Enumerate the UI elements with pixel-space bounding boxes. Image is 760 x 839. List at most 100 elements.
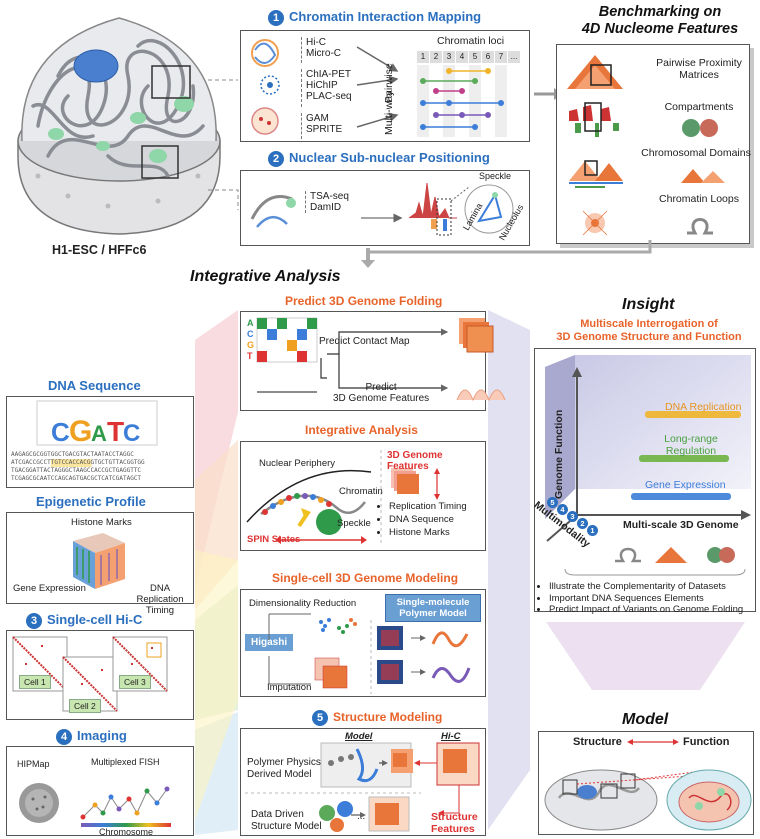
structure-features-label: Structure Features (431, 811, 478, 835)
insight-bullets: Illustrate the Complementarity of Datase… (539, 581, 759, 616)
chromosome-label: Chromosome (99, 827, 154, 837)
domains-icon (681, 169, 725, 183)
method-placseq: PLAC-seq (306, 91, 352, 102)
method-microc: Micro-C (306, 48, 341, 59)
predict-features-line2: 3D Genome Features (333, 393, 430, 404)
structure-label: Structure (573, 736, 622, 748)
structure-features-line2: Features (431, 823, 475, 835)
locus-7: 7 (495, 51, 507, 63)
singlecell-model-panel: Dimensionality Reduction Higashi Imputat… (240, 589, 486, 697)
locus-3: 3 (443, 51, 455, 63)
locus-5: 5 (469, 51, 481, 63)
model-col-label: Model (345, 731, 373, 742)
benchmark-title: Benchmarking on 4D Nucleome Features (562, 4, 758, 38)
polymer-line1: Single-molecule (396, 597, 470, 608)
base-c: C (247, 329, 254, 339)
method-damid: DamID (310, 202, 342, 213)
integrative-panel-title: Integrative Analysis (305, 423, 418, 437)
model-panel: Structure Function (538, 731, 754, 835)
bullet-replication: Replication Timing (389, 500, 467, 513)
feature-pairwise: Pairwise Proximity Matrices (656, 57, 742, 81)
bar-dna-replication: DNA Replication (665, 401, 742, 413)
mapping-icons (251, 39, 280, 135)
seq-line-1: AAGAGCGCGGTGGCTGACGTACTAATACCTAGGC (11, 451, 134, 458)
chromatin-label: Chromatin (339, 486, 383, 497)
periphery-label: Nuclear Periphery (259, 458, 336, 469)
histone-label: Histone Marks (71, 517, 132, 528)
step-number-5: 5 (312, 710, 328, 726)
datadriven-line1: Data Driven (251, 809, 304, 820)
hic-col-label: Hi-C (441, 731, 461, 742)
cell-3-tag: Cell 3 (119, 675, 151, 689)
predict-features-line1: Predict (365, 382, 397, 393)
positioning-signal (361, 182, 514, 236)
predict-panel: A C G T Predict Contact Map Predict 3D G… (240, 311, 506, 411)
loci-title: Chromatin loci (437, 35, 505, 47)
method-hichip: HiChIP (306, 80, 338, 91)
insight-cube (545, 355, 751, 542)
positioning-methods: TSA-seq DamID (305, 191, 349, 213)
multiscale-label: Multi-scale 3D Genome (623, 519, 739, 531)
nucleus-illustration (8, 6, 230, 238)
polymer-line2: Polymer Model (399, 608, 467, 619)
bullet-histone: Histone Marks (389, 526, 467, 539)
modality-4: 4 (557, 504, 568, 515)
methods-group-a: Hi-C Micro-C (301, 37, 354, 63)
singlecell-model-title: Single-cell 3D Genome Modeling (272, 571, 459, 585)
predict-features-label: Predict 3D Genome Features (333, 382, 429, 404)
dna-sequence-panel: C G A T C AAGAGCGCGGTGGCTGACGTACTAATACCT… (6, 396, 194, 488)
svg-text:C: C (123, 420, 140, 447)
loops-icon (687, 218, 713, 235)
genome-function-label: Genome Function (553, 409, 565, 499)
loci-header: 1 2 3 4 5 6 7 ... (417, 51, 521, 63)
predict-arrows (327, 318, 506, 402)
imaging-title: Imaging (77, 728, 127, 743)
integrative-illustration (246, 450, 440, 546)
locus-more: ... (508, 51, 520, 63)
cell-1-tag: Cell 1 (19, 675, 51, 689)
model-illustration (544, 739, 752, 831)
locus-6: 6 (482, 51, 494, 63)
insight-title: Insight (622, 296, 675, 313)
step-number-2: 2 (268, 151, 284, 167)
locus-4: 4 (456, 51, 468, 63)
step-number-1: 1 (268, 10, 284, 26)
integrative-panel: Nuclear Periphery Chromatin Speckle SPIN… (240, 441, 486, 551)
positioning-heading: 2 Nuclear Sub-nuclear Positioning (268, 150, 490, 167)
dimred-label: Dimensionality Reduction (249, 598, 357, 609)
modality-2: 2 (577, 518, 588, 529)
integrative-bullets: Replication Timing DNA Sequence Histone … (377, 500, 467, 539)
compartments-icon (682, 119, 718, 137)
structure-ellipsis: ... (357, 811, 366, 822)
dna-replication-line1: DNA Replication (136, 583, 184, 605)
structure-heading: 5 Structure Modeling (312, 710, 442, 726)
modality-3: 3 (567, 511, 578, 522)
mapping-arrows (356, 46, 399, 128)
insight-bullet-1: Illustrate the Complementarity of Datase… (549, 581, 759, 593)
model-title: Model (622, 711, 669, 728)
spin-states-label: SPIN States (247, 534, 301, 545)
svg-text:C: C (51, 417, 70, 447)
seq-line-2: ATCGACCGCCTTGTCCACCACGGTGCTGTTACGGTGG (11, 459, 145, 467)
methods-group-b: ChIA-PET HiChIP PLAC-seq (301, 69, 357, 107)
merge-line (370, 240, 652, 254)
gene-expression-label: Gene Expression (13, 583, 86, 594)
methods-group-c: GAM SPRITE (301, 113, 352, 139)
positioning-title: Nuclear Sub-nuclear Positioning (289, 150, 490, 165)
dna-replication-line2: Timing (145, 605, 175, 616)
structure-title: Structure Modeling (333, 710, 443, 724)
datadriven-line2: Structure Model (251, 821, 322, 832)
method-hic: Hi-C (306, 37, 326, 48)
sequence-logo: C G A T C (36, 400, 158, 448)
bar-gene-expression: Gene Expression (645, 479, 726, 491)
speckle-label-2: Speckle (337, 518, 371, 529)
insight-subtitle-line1: Multiscale Interrogation of (580, 318, 718, 330)
insight-subtitle-line2: 3D Genome Structure and Function (556, 331, 742, 343)
svg-text:T: T (107, 416, 124, 447)
method-tsaseq: TSA-seq (310, 191, 349, 202)
method-chiapet: ChIA-PET (306, 69, 352, 80)
base-g: G (247, 340, 255, 350)
